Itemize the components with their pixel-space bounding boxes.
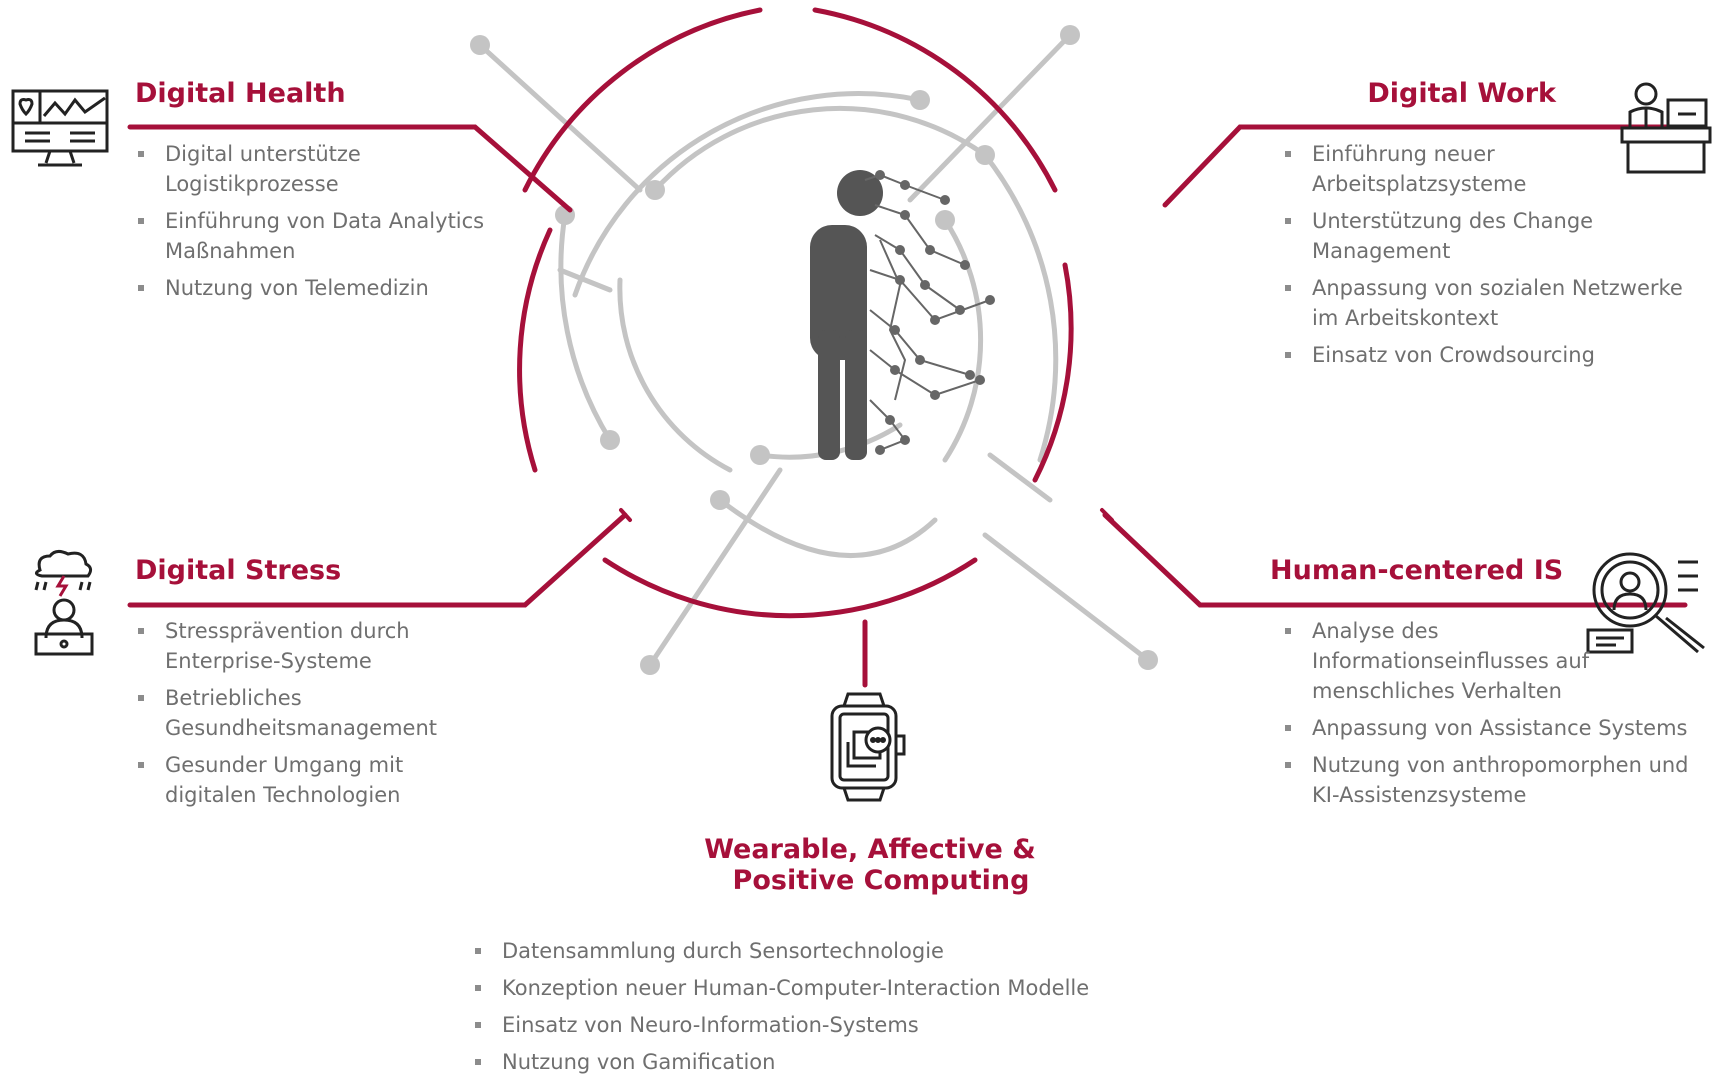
section-title-human-centered-is: Human-centered IS bbox=[1270, 555, 1564, 586]
list-item: Anpassung von Assistance Systems bbox=[1282, 713, 1700, 743]
list-item: Einsatz von Crowdsourcing bbox=[1282, 340, 1702, 370]
list-item: Datensammlung durch Sensortechnologie bbox=[472, 936, 1172, 966]
section-digital-health: Digital Health Digital unterstütze Logis… bbox=[135, 78, 515, 310]
section-wearable-list: Datensammlung durch Sensortechnologie Ko… bbox=[472, 936, 1172, 1084]
list-item: Stressprävention durch Enterprise-System… bbox=[135, 616, 465, 676]
list-item: Nutzung von Telemedizin bbox=[135, 273, 515, 303]
bullet-list-digital-work: Einführung neuer Arbeitsplatzsysteme Unt… bbox=[1282, 139, 1702, 370]
monitor-heart-icon bbox=[10, 88, 110, 174]
stressed-worker-icon bbox=[28, 548, 100, 660]
section-title-wearable-line1: Wearable, Affective & bbox=[704, 834, 1036, 865]
list-item: Einführung von Data Analytics Maßnahmen bbox=[135, 206, 515, 266]
section-title-digital-health: Digital Health bbox=[135, 78, 346, 109]
list-item: Anpassung von sozialen Netzwerke im Arbe… bbox=[1282, 273, 1702, 333]
list-item: Analyse des Informationseinflusses auf m… bbox=[1282, 616, 1632, 706]
list-item: Betriebliches Gesundheitsmanagement bbox=[135, 683, 465, 743]
list-item: Nutzung von anthropomorphen und KI-Assis… bbox=[1282, 750, 1700, 810]
section-title-digital-stress: Digital Stress bbox=[135, 555, 342, 586]
office-worker-icon bbox=[1620, 80, 1712, 179]
bullet-list-digital-stress: Stressprävention durch Enterprise-System… bbox=[135, 616, 465, 810]
section-title-wearable-line2: Positive Computing bbox=[732, 865, 1030, 896]
section-human-centered-is: Human-centered IS Analyse des Informatio… bbox=[1270, 555, 1700, 817]
list-item: Unterstützung des Change Management bbox=[1282, 206, 1612, 266]
list-item: Digital unterstütze Logistikprozesse bbox=[135, 139, 515, 199]
outer-ring bbox=[517, 7, 1074, 619]
smartwatch-icon bbox=[818, 692, 912, 806]
list-item: Nutzung von Gamification bbox=[472, 1047, 1172, 1077]
list-item: Einsatz von Neuro-Information-Systems bbox=[472, 1010, 1172, 1040]
list-item: Einführung neuer Arbeitsplatzsysteme bbox=[1282, 139, 1542, 199]
bullet-list-digital-health: Digital unterstütze Logistikprozesse Ein… bbox=[135, 139, 515, 303]
bullet-list-human-centered-is: Analyse des Informationseinflusses auf m… bbox=[1282, 616, 1700, 810]
section-wearable-computing: Wearable, Affective & Positive Computing bbox=[600, 834, 1140, 896]
connectors bbox=[127, 124, 1688, 688]
search-person-icon bbox=[1580, 548, 1712, 660]
human-network-figure-icon bbox=[810, 170, 995, 460]
circuit-dots bbox=[470, 25, 1158, 675]
list-item: Gesunder Umgang mit digitalen Technologi… bbox=[135, 750, 435, 810]
bullet-list-wearable: Datensammlung durch Sensortechnologie Ko… bbox=[472, 936, 1172, 1077]
section-title-digital-work: Digital Work bbox=[1367, 78, 1556, 109]
section-digital-stress: Digital Stress Stressprävention durch En… bbox=[135, 555, 465, 817]
list-item: Konzeption neuer Human-Computer-Interact… bbox=[472, 973, 1172, 1003]
section-digital-work: Digital Work Einführung neuer Arbeitspla… bbox=[1282, 78, 1702, 377]
circuit-lines bbox=[477, 32, 1151, 668]
